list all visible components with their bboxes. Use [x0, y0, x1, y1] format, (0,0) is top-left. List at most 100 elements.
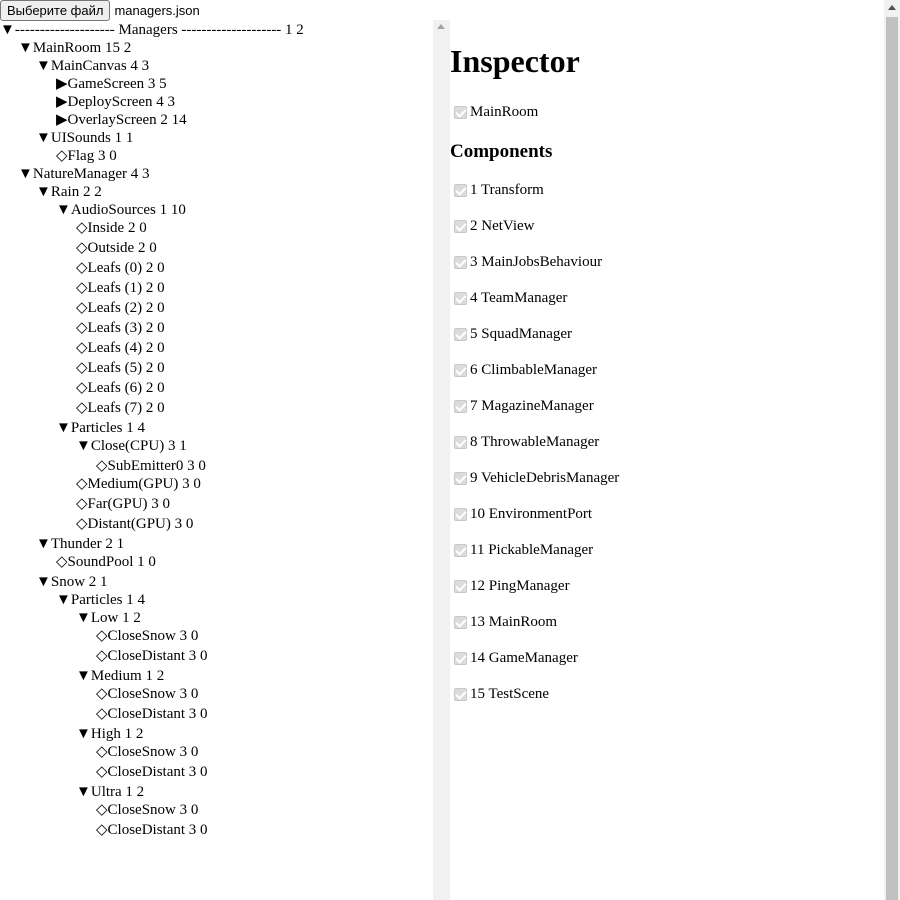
tree-node[interactable]: ◇CloseDistant 3 0 — [96, 647, 208, 665]
tree-node[interactable]: ◇Inside 2 0 — [76, 219, 147, 237]
component-enabled-checkbox[interactable] — [454, 471, 467, 485]
tree-node[interactable]: ▼Medium 1 2 — [76, 667, 164, 685]
tree-node-label: MainRoom 15 2 — [32, 40, 132, 56]
tree-node[interactable]: ▼NatureManager 4 3 — [18, 165, 149, 183]
tree-node[interactable]: ▶OverlayScreen 2 14 — [56, 111, 187, 129]
collapsed-arrow-icon[interactable]: ▶ — [56, 94, 68, 110]
component-item: 2 NetView — [454, 216, 535, 236]
expanded-arrow-icon[interactable]: ▼ — [56, 420, 71, 436]
expanded-arrow-icon[interactable]: ▼ — [56, 202, 71, 218]
tree-node[interactable]: ▼Rain 2 2 — [36, 183, 102, 201]
expanded-arrow-icon[interactable]: ▼ — [36, 130, 51, 146]
tree-node[interactable]: ▼-------------------- Managers ---------… — [0, 21, 304, 39]
tree-node[interactable]: ◇CloseDistant 3 0 — [96, 821, 208, 839]
component-item: 8 ThrowableManager — [454, 432, 599, 452]
tree-node[interactable]: ◇CloseDistant 3 0 — [96, 705, 208, 723]
tree-node-label: CloseDistant 3 0 — [107, 706, 208, 722]
tree-node-label: Low 1 2 — [90, 610, 141, 626]
leaf-diamond-icon: ◇ — [76, 380, 88, 396]
object-enabled-checkbox[interactable] — [454, 105, 467, 119]
expanded-arrow-icon[interactable]: ▼ — [36, 574, 51, 590]
tree-node[interactable]: ◇Leafs (2) 2 0 — [76, 299, 165, 317]
tree-scrollbar[interactable] — [433, 20, 450, 900]
tree-node-label: GameScreen 3 5 — [67, 76, 167, 92]
component-enabled-checkbox[interactable] — [454, 579, 467, 593]
tree-node[interactable]: ◇Far(GPU) 3 0 — [76, 495, 170, 513]
tree-node[interactable]: ◇CloseSnow 3 0 — [96, 685, 198, 703]
scrollbar-thumb[interactable] — [886, 17, 898, 900]
tree-node[interactable]: ◇Leafs (7) 2 0 — [76, 399, 165, 417]
tree-node[interactable]: ◇Leafs (3) 2 0 — [76, 319, 165, 337]
leaf-diamond-icon: ◇ — [76, 240, 88, 256]
expanded-arrow-icon[interactable]: ▼ — [76, 438, 91, 454]
component-enabled-checkbox[interactable] — [454, 255, 467, 269]
tree-node-label: Snow 2 1 — [50, 574, 108, 590]
tree-node[interactable]: ◇CloseSnow 3 0 — [96, 743, 198, 761]
tree-node[interactable]: ▼Particles 1 4 — [56, 419, 145, 437]
tree-node[interactable]: ◇CloseSnow 3 0 — [96, 801, 198, 819]
expanded-arrow-icon[interactable]: ▼ — [56, 592, 71, 608]
scroll-up-arrow-icon[interactable] — [437, 24, 445, 29]
collapsed-arrow-icon[interactable]: ▶ — [56, 76, 68, 92]
expanded-arrow-icon[interactable]: ▼ — [76, 784, 91, 800]
tree-node-label: OverlayScreen 2 14 — [67, 112, 187, 128]
tree-node[interactable]: ▶GameScreen 3 5 — [56, 75, 167, 93]
leaf-diamond-icon: ◇ — [76, 516, 88, 532]
scroll-up-arrow-icon[interactable] — [888, 5, 896, 10]
expanded-arrow-icon[interactable]: ▼ — [76, 610, 91, 626]
component-enabled-checkbox[interactable] — [454, 507, 467, 521]
tree-node[interactable]: ◇Distant(GPU) 3 0 — [76, 515, 193, 533]
component-enabled-checkbox[interactable] — [454, 219, 467, 233]
expanded-arrow-icon[interactable]: ▼ — [18, 166, 33, 182]
tree-node[interactable]: ◇Medium(GPU) 3 0 — [76, 475, 201, 493]
tree-node[interactable]: ▼Ultra 1 2 — [76, 783, 144, 801]
tree-node[interactable]: ▼Close(CPU) 3 1 — [76, 437, 187, 455]
component-enabled-checkbox[interactable] — [454, 183, 467, 197]
component-label: 1 Transform — [470, 182, 544, 198]
tree-node[interactable]: ◇SubEmitter0 3 0 — [96, 457, 206, 475]
component-enabled-checkbox[interactable] — [454, 435, 467, 449]
tree-node[interactable]: ◇Leafs (4) 2 0 — [76, 339, 165, 357]
tree-node[interactable]: ◇CloseSnow 3 0 — [96, 627, 198, 645]
tree-node[interactable]: ▼MainCanvas 4 3 — [36, 57, 149, 75]
leaf-diamond-icon: ◇ — [76, 260, 88, 276]
expanded-arrow-icon[interactable]: ▼ — [76, 668, 91, 684]
tree-node[interactable]: ▼Snow 2 1 — [36, 573, 108, 591]
component-enabled-checkbox[interactable] — [454, 543, 467, 557]
expanded-arrow-icon[interactable]: ▼ — [76, 726, 91, 742]
expanded-arrow-icon[interactable]: ▼ — [36, 184, 51, 200]
tree-node[interactable]: ▼Thunder 2 1 — [36, 535, 124, 553]
expanded-arrow-icon[interactable]: ▼ — [18, 40, 33, 56]
expanded-arrow-icon[interactable]: ▼ — [36, 536, 51, 552]
component-enabled-checkbox[interactable] — [454, 399, 467, 413]
component-enabled-checkbox[interactable] — [454, 615, 467, 629]
component-enabled-checkbox[interactable] — [454, 291, 467, 305]
tree-node[interactable]: ▼MainRoom 15 2 — [18, 39, 131, 57]
tree-node[interactable]: ▼High 1 2 — [76, 725, 143, 743]
tree-node[interactable]: ▼UISounds 1 1 — [36, 129, 133, 147]
tree-node[interactable]: ◇SoundPool 1 0 — [56, 553, 156, 571]
tree-node[interactable]: ◇Outside 2 0 — [76, 239, 157, 257]
tree-node[interactable]: ◇Leafs (5) 2 0 — [76, 359, 165, 377]
tree-node[interactable]: ▶DeployScreen 4 3 — [56, 93, 175, 111]
component-enabled-checkbox[interactable] — [454, 363, 467, 377]
choose-file-button[interactable]: Выберите файл — [0, 0, 111, 21]
tree-node-label: CloseDistant 3 0 — [107, 764, 208, 780]
tree-node[interactable]: ◇Leafs (0) 2 0 — [76, 259, 165, 277]
tree-node[interactable]: ◇Leafs (1) 2 0 — [76, 279, 165, 297]
tree-node[interactable]: ◇CloseDistant 3 0 — [96, 763, 208, 781]
component-enabled-checkbox[interactable] — [454, 687, 467, 701]
tree-node[interactable]: ▼Low 1 2 — [76, 609, 141, 627]
expanded-arrow-icon[interactable]: ▼ — [0, 22, 15, 38]
leaf-diamond-icon: ◇ — [76, 400, 88, 416]
tree-node[interactable]: ▼AudioSources 1 10 — [56, 201, 186, 219]
component-enabled-checkbox[interactable] — [454, 651, 467, 665]
page-scrollbar[interactable] — [884, 0, 900, 900]
tree-node[interactable]: ▼Particles 1 4 — [56, 591, 145, 609]
component-enabled-checkbox[interactable] — [454, 327, 467, 341]
tree-node[interactable]: ◇Leafs (6) 2 0 — [76, 379, 165, 397]
expanded-arrow-icon[interactable]: ▼ — [36, 58, 51, 74]
tree-node[interactable]: ◇Flag 3 0 — [56, 147, 117, 165]
collapsed-arrow-icon[interactable]: ▶ — [56, 112, 68, 128]
tree-node-label: UISounds 1 1 — [50, 130, 134, 146]
